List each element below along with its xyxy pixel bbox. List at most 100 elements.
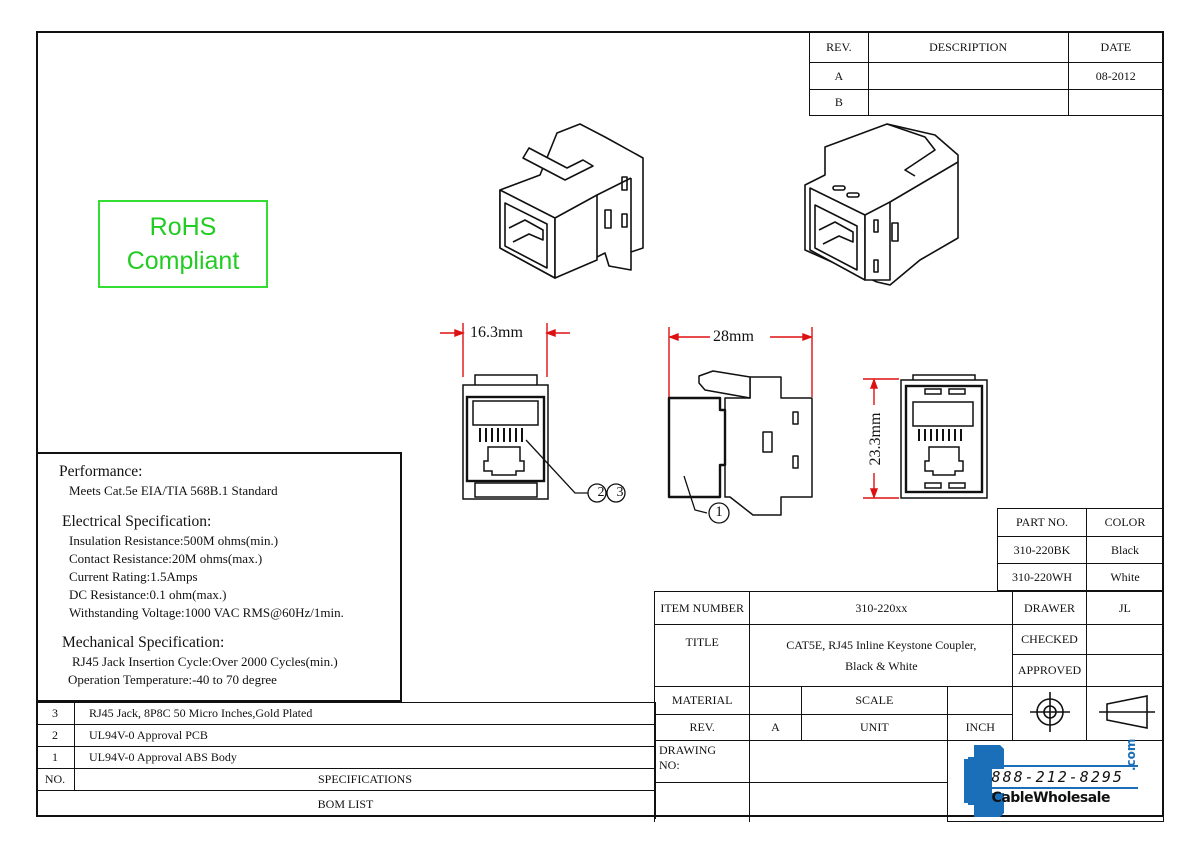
- logo-c-icon: [963, 745, 1004, 817]
- lens-bottom-right: [948, 482, 966, 489]
- color-black: Black: [1086, 536, 1164, 564]
- bom-header-no: NO.: [36, 768, 75, 791]
- rev-b-description: [867, 89, 1069, 116]
- side-slot-3: [604, 209, 612, 229]
- latch-edge: [886, 123, 936, 177]
- rear-view: [863, 374, 988, 499]
- drawing-no-label-line2: NO:: [659, 758, 680, 772]
- latch-slot: [924, 446, 964, 476]
- side-slot-2: [792, 455, 799, 469]
- contact-pins: [479, 428, 523, 442]
- jack-contacts: [818, 221, 854, 245]
- electrical-item: Contact Resistance:20M ohms(max.): [69, 551, 263, 566]
- callout-label-2: 2: [597, 485, 605, 500]
- rev-b-date: [1067, 89, 1165, 116]
- performance-heading: Performance:: [59, 463, 143, 480]
- side-plate: [864, 201, 891, 281]
- jack-contacts: [508, 219, 544, 243]
- bom-row-no: 1: [36, 746, 75, 769]
- rev-b: B: [809, 89, 869, 116]
- checked-value: [1085, 624, 1165, 655]
- rev-a-date: 08-2012: [1067, 62, 1165, 90]
- rohs-line1: RoHS: [149, 213, 217, 241]
- crosshair-circle-icon: [1029, 691, 1070, 732]
- dim-arrow-left: [668, 332, 679, 342]
- logo-cell: 888-212-8295 CableWholesale .com: [947, 738, 1164, 822]
- unit-value: INCH: [947, 714, 1014, 741]
- leader-line-1: [683, 475, 708, 514]
- material-value: [749, 686, 802, 715]
- mechanical-item: Operation Temperature:-40 to 70 degree: [68, 672, 277, 687]
- logo-brand: CableWholesale: [991, 790, 1111, 806]
- leader-line-2-3: [525, 439, 588, 494]
- side-slot-3: [762, 431, 773, 453]
- rev-a-description: [867, 62, 1069, 90]
- callout-circle-3: [606, 483, 626, 503]
- lens-bottom-left: [924, 482, 942, 489]
- isometric-view-rear: [804, 123, 959, 286]
- item-number-label: ITEM NUMBER: [653, 591, 751, 625]
- drawer-value: JL: [1085, 591, 1165, 625]
- drawing-no-label: DRAWING NO:: [653, 740, 751, 783]
- item-number-value: 310-220xx: [749, 591, 1014, 625]
- scale-label: SCALE: [800, 686, 949, 715]
- title-line-1: CAT5E, RJ45 Inline Keystone Coupler,: [786, 637, 977, 652]
- title-block: ITEM NUMBER 310-220xx DRAWER JL TITLE CA…: [653, 591, 1165, 822]
- revision-table: REV. DESCRIPTION DATE A 08-2012 B: [809, 32, 1165, 116]
- checked-label: CHECKED: [1012, 624, 1087, 655]
- front-view: [440, 323, 626, 503]
- drawing-no-extra-label: [653, 781, 751, 822]
- jack-window: [472, 400, 539, 426]
- projection-cone-cell: [1085, 686, 1165, 741]
- part-no-black: 310-220BK: [997, 536, 1087, 564]
- dim-arrow-right: [545, 328, 556, 338]
- drawing-no-extra-value: [749, 781, 949, 822]
- bom-row-no: 2: [36, 724, 75, 747]
- mechanical-item: RJ45 Jack Insertion Cycle:Over 2000 Cycl…: [72, 654, 338, 669]
- side-slot-1: [621, 176, 628, 191]
- dim-arrow-top: [869, 378, 879, 389]
- description-header: DESCRIPTION: [867, 32, 1069, 63]
- bom-row-spec: RJ45 Jack, 8P8C 50 Micro Inches,Gold Pla…: [74, 702, 656, 725]
- approved-label: APPROVED: [1012, 654, 1087, 687]
- truncated-cone-icon: [1098, 694, 1155, 729]
- logo-phone: 888-212-8295: [991, 768, 1124, 786]
- title-value: CAT5E, RJ45 Inline Keystone Coupler, Bla…: [749, 624, 1014, 687]
- contact-pins: [918, 429, 962, 441]
- rev-header: REV.: [809, 32, 869, 63]
- side-slot-3: [891, 222, 899, 242]
- title-label: TITLE: [653, 624, 751, 687]
- logo-tld: .com: [1123, 738, 1138, 771]
- bom-header-spec: SPECIFICATIONS: [74, 768, 656, 791]
- performance-item: Meets Cat.5e EIA/TIA 568B.1 Standard: [69, 483, 278, 498]
- electrical-item: Current Rating:1.5Amps: [69, 569, 198, 584]
- rohs-badge: RoHS Compliant: [98, 200, 268, 288]
- edge-line: [596, 177, 632, 196]
- callout-label-1: 1: [715, 504, 723, 520]
- date-header: DATE: [1067, 32, 1165, 63]
- callout-circle-2: [587, 483, 607, 503]
- part-no-header: PART NO.: [997, 508, 1087, 537]
- dimension-height: 23.3mm: [867, 412, 884, 466]
- color-header: COLOR: [1086, 508, 1164, 537]
- edge-line: [889, 161, 959, 203]
- bom-title: BOM LIST: [36, 790, 656, 819]
- isometric-view-front: [499, 123, 644, 279]
- rohs-line2: Compliant: [126, 247, 240, 275]
- mechanical-heading: Mechanical Specification:: [62, 634, 225, 651]
- lens-top-right: [948, 388, 966, 395]
- latch-slot: [483, 446, 525, 476]
- electrical-item: Insulation Resistance:500M ohms(min.): [69, 533, 279, 548]
- drawing-no-value: [749, 740, 949, 783]
- bom-row-no: 3: [36, 702, 75, 725]
- electrical-heading: Electrical Specification:: [62, 513, 212, 530]
- logo-rule-bottom: [989, 787, 1138, 789]
- callout-label-3: 3: [616, 485, 624, 500]
- projection-symbol-cell: [1012, 686, 1087, 741]
- side-slot-1: [873, 219, 879, 233]
- bom-row-spec: UL94V-0 Approval PCB: [74, 724, 656, 747]
- side-slot-1: [792, 411, 799, 425]
- approved-value: [1085, 654, 1165, 687]
- drawer-label: DRAWER: [1012, 591, 1087, 625]
- dimension-length: 28mm: [713, 328, 754, 345]
